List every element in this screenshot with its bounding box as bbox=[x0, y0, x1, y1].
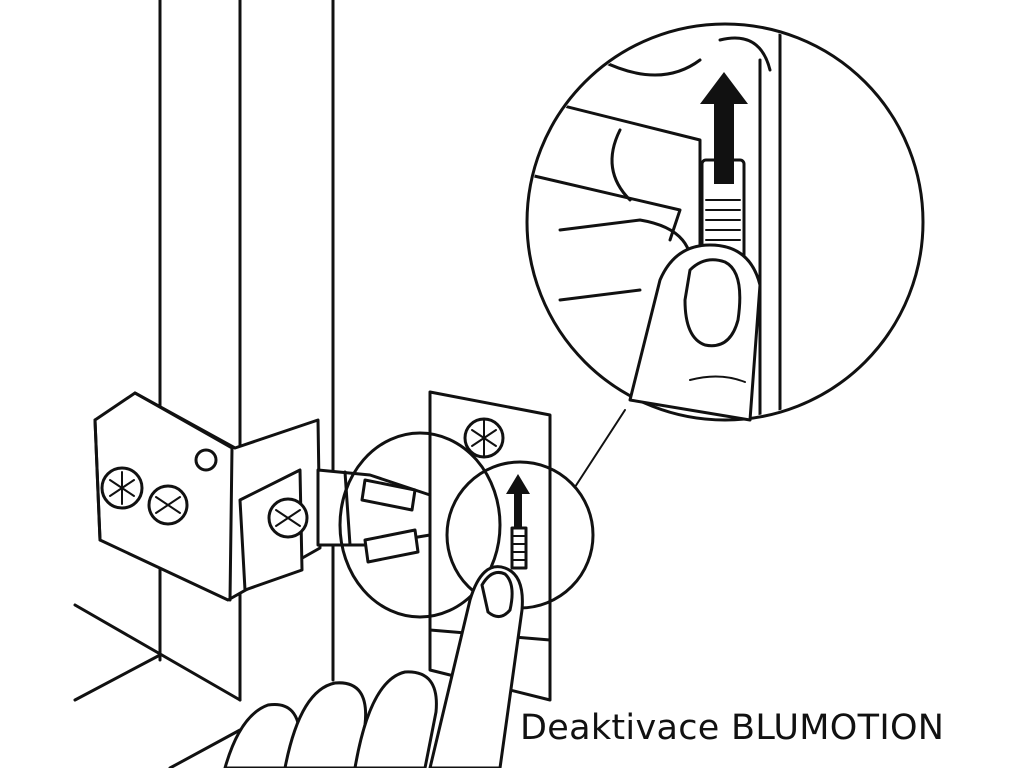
finger-small bbox=[428, 565, 524, 768]
hand-fingers bbox=[223, 670, 438, 768]
cabinet-panel bbox=[73, 0, 335, 768]
caption-text: Deaktivace BLUMOTION bbox=[520, 708, 945, 748]
connector-line bbox=[574, 409, 626, 488]
up-arrow-small bbox=[506, 474, 530, 570]
finger-press bbox=[628, 243, 762, 422]
hinge-arm bbox=[316, 468, 432, 564]
cup-outline bbox=[338, 431, 502, 619]
mounting-plate bbox=[93, 391, 322, 602]
up-arrow-icon bbox=[700, 72, 748, 184]
